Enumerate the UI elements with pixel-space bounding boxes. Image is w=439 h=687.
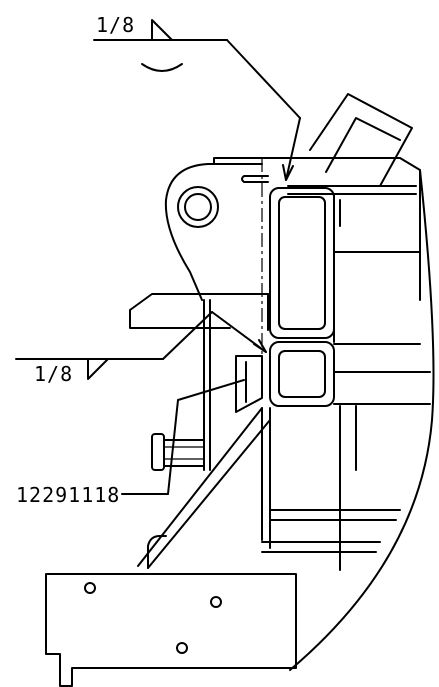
tube-upper bbox=[269, 187, 335, 339]
weld-callout-top: 1/8 bbox=[93, 13, 301, 181]
upper-bracket bbox=[164, 157, 421, 301]
hole-2 bbox=[210, 596, 222, 608]
pin-inner bbox=[184, 193, 212, 221]
diagonal-brace bbox=[137, 407, 271, 569]
part-number-label: 12291118 bbox=[16, 483, 120, 507]
weld-size-label-top: 1/8 bbox=[96, 13, 135, 37]
base-plate bbox=[45, 573, 297, 687]
frame-rails bbox=[261, 251, 431, 553]
clip-part bbox=[235, 355, 263, 413]
pin-outer bbox=[177, 186, 219, 228]
bottom-lug bbox=[147, 535, 167, 569]
tube-lower bbox=[269, 341, 335, 407]
weld-callout-mid: 1/8 bbox=[15, 311, 267, 386]
angled-member bbox=[287, 93, 417, 195]
hole-1 bbox=[84, 582, 96, 594]
hole-3 bbox=[176, 642, 188, 654]
right-contour bbox=[289, 169, 435, 671]
stud-bolt bbox=[151, 433, 205, 471]
shelf-plate bbox=[129, 293, 269, 331]
weld-size-label-mid: 1/8 bbox=[34, 362, 73, 386]
